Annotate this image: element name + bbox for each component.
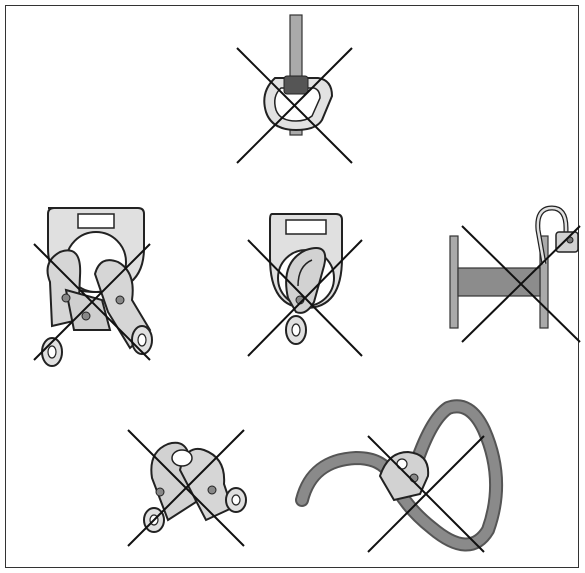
interlock-loop [172, 450, 192, 466]
rivet [208, 486, 216, 494]
beam-flange-left [450, 236, 458, 328]
d-ring-slot [286, 220, 326, 234]
d-ring-slot [78, 214, 114, 228]
swivel-eye-hole [292, 324, 300, 336]
panel-hook-on-rope [302, 406, 496, 552]
panel-hook-through-dring [248, 214, 362, 356]
rivet [62, 294, 70, 302]
swivel-eye-hole [48, 346, 56, 358]
swivel-eye-hole [138, 334, 146, 346]
rivet [156, 488, 164, 496]
panel-multiple-hooks [34, 208, 152, 366]
panel-carabiner-on-bar [237, 15, 352, 163]
hook-lock [556, 232, 578, 252]
panel-hook-on-ibeam [450, 208, 580, 342]
swivel-eye-hole [232, 495, 240, 505]
rivet [82, 312, 90, 320]
carabiner-gate [284, 76, 308, 94]
rivet [116, 296, 124, 304]
panel-hooks-interlocked [128, 430, 246, 546]
